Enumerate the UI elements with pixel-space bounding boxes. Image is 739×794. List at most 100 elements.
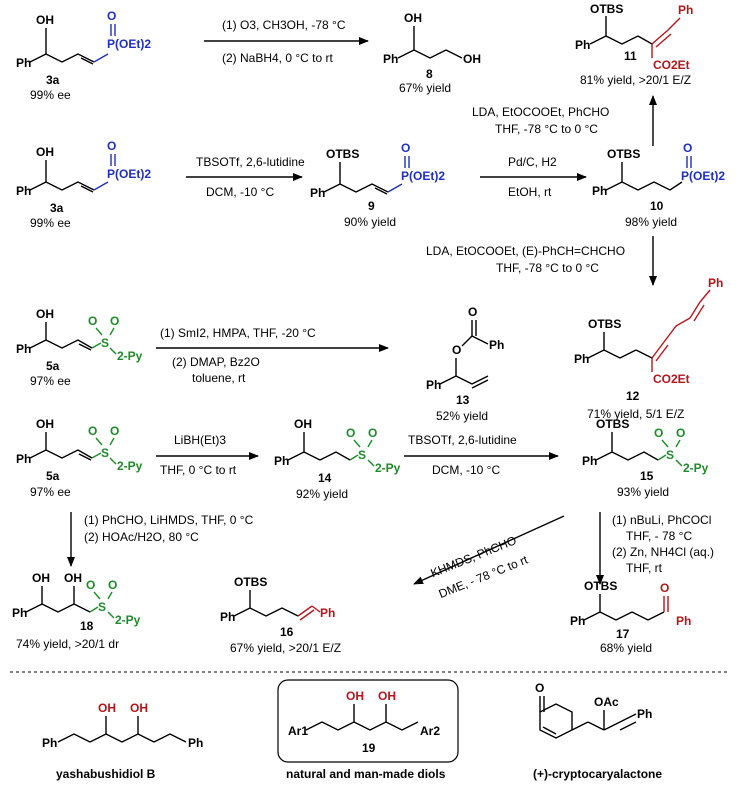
svg-text:P(OEt)2: P(OEt)2 [107, 167, 151, 181]
svg-text:OH: OH [463, 52, 481, 66]
svg-text:DCM, -10 °C: DCM, -10 °C [206, 185, 274, 199]
svg-text:S: S [101, 446, 109, 460]
svg-text:O: O [683, 141, 692, 155]
svg-text:5a: 5a [46, 469, 60, 483]
svg-text:OTBS: OTBS [607, 147, 640, 161]
target-yashabushidiol: Ph Ph OH OH yashabushidiol B [42, 701, 203, 781]
svg-text:81% yield, >20/1 E/Z: 81% yield, >20/1 E/Z [580, 73, 691, 87]
svg-text:S: S [101, 336, 109, 350]
svg-text:97% ee: 97% ee [30, 485, 71, 499]
svg-text:2-Py: 2-Py [375, 461, 401, 475]
compound-3a-mid: Ph OH P(OEt)2 O 3a 99% ee [16, 139, 151, 230]
condition-text: THF, -78 °C to 0 °C [495, 122, 598, 136]
svg-text:90% yield: 90% yield [344, 215, 396, 229]
svg-text:P(OEt)2: P(OEt)2 [681, 169, 725, 183]
compound-3a-top: Ph OH P(OEt)2 O 3a 99% ee [16, 9, 151, 102]
svg-text:Ph: Ph [16, 452, 31, 466]
svg-text:(1) SmI2, HMPA, THF, -20 °C: (1) SmI2, HMPA, THF, -20 °C [160, 326, 316, 340]
svg-text:OH: OH [378, 689, 396, 703]
svg-text:Pd/C, H2: Pd/C, H2 [508, 155, 557, 169]
phenyl-label: Ph [16, 56, 31, 70]
svg-text:EtOH, rt: EtOH, rt [508, 185, 552, 199]
svg-text:yashabushidiol B: yashabushidiol B [56, 767, 156, 781]
svg-text:toluene, rt: toluene, rt [192, 371, 246, 385]
svg-text:O: O [108, 578, 117, 592]
svg-text:19: 19 [362, 741, 376, 755]
svg-text:Ph: Ph [16, 184, 31, 198]
svg-text:(2) HOAc/H2O, 80 °C: (2) HOAc/H2O, 80 °C [84, 530, 199, 544]
svg-text:Ph: Ph [582, 454, 597, 468]
svg-text:O: O [110, 314, 119, 328]
svg-text:74% yield, >20/1 dr: 74% yield, >20/1 dr [16, 637, 119, 651]
compound-note: 99% ee [30, 88, 71, 102]
target-cryptocaryalactone: O OAc Ph (+)-cryptocaryalactone [533, 681, 662, 781]
svg-text:O: O [468, 305, 477, 319]
svg-text:99% ee: 99% ee [30, 216, 71, 230]
svg-text:93% yield: 93% yield [617, 485, 669, 499]
svg-text:92% yield: 92% yield [296, 487, 348, 501]
condition-text: (1) O3, CH3OH, -78 °C [222, 18, 346, 32]
svg-text:Ph: Ph [592, 184, 607, 198]
svg-text:Ph: Ph [570, 614, 585, 628]
svg-text:O: O [535, 681, 544, 695]
svg-text:S: S [358, 448, 366, 462]
svg-text:O: O [452, 343, 461, 357]
compound-11: Ph OTBS Ph CO2Et 11 81% yield, >20/1 E/Z [575, 2, 693, 87]
svg-text:2-Py: 2-Py [117, 459, 143, 473]
svg-text:THF, - 78 °C: THF, - 78 °C [626, 529, 692, 543]
compound-12: Ph OTBS Ph CO2Et 12 71% yield, 5/1 E/Z [574, 276, 723, 421]
svg-text:9: 9 [368, 199, 375, 213]
svg-text:THF, -78 °C to 0 °C: THF, -78 °C to 0 °C [496, 261, 599, 275]
svg-text:OAc: OAc [594, 695, 619, 709]
svg-text:P(OEt)2: P(OEt)2 [401, 169, 445, 183]
svg-text:Ph: Ph [676, 614, 691, 628]
compound-15: Ph OTBS S O O 2-Py 15 93% yield [582, 417, 709, 499]
svg-text:LDA, EtOCOOEt, (E)-PhCH=CHCHO: LDA, EtOCOOEt, (E)-PhCH=CHCHO [426, 244, 625, 258]
svg-text:Ph: Ph [310, 186, 325, 200]
svg-text:Ph: Ph [575, 38, 590, 52]
svg-text:Ph: Ph [678, 3, 693, 17]
svg-text:natural and man-made diols: natural and man-made diols [286, 767, 446, 781]
svg-text:OTBS: OTBS [326, 147, 359, 161]
svg-text:14: 14 [318, 471, 332, 485]
svg-text:16: 16 [280, 625, 294, 639]
svg-text:3a: 3a [50, 201, 64, 215]
condition-text: (2) NaBH4, 0 °C to rt [222, 51, 333, 65]
svg-text:(2) Zn, NH4Cl (aq.): (2) Zn, NH4Cl (aq.) [612, 545, 714, 559]
svg-text:98% yield: 98% yield [625, 215, 677, 229]
svg-text:13: 13 [456, 393, 470, 407]
svg-text:18: 18 [80, 619, 94, 633]
svg-text:OH: OH [36, 307, 54, 321]
svg-text:97% ee: 97% ee [30, 374, 71, 388]
svg-text:(1) PhCHO, LiHMDS, THF, 0 °C: (1) PhCHO, LiHMDS, THF, 0 °C [84, 513, 254, 527]
svg-text:O: O [676, 426, 685, 440]
svg-text:Ph: Ph [274, 454, 289, 468]
svg-text:OTBS: OTBS [234, 575, 267, 589]
svg-text:Ph: Ph [320, 606, 335, 620]
svg-text:OTBS: OTBS [584, 579, 617, 593]
svg-text:Ar1: Ar1 [288, 724, 308, 738]
svg-text:68% yield: 68% yield [600, 641, 652, 655]
svg-text:OTBS: OTBS [588, 317, 621, 331]
svg-text:5a: 5a [46, 359, 60, 373]
svg-text:OH: OH [346, 689, 364, 703]
svg-text:O: O [660, 581, 669, 595]
svg-text:67% yield: 67% yield [399, 81, 451, 95]
svg-text:52% yield: 52% yield [436, 409, 488, 423]
svg-text:11: 11 [624, 49, 637, 63]
compound-10: Ph OTBS P(OEt)2 O 10 98% yield [592, 141, 725, 229]
svg-text:OH: OH [36, 145, 54, 159]
svg-text:Ar2: Ar2 [420, 724, 440, 738]
svg-text:Ph: Ph [12, 606, 27, 620]
compound-5a-bottom: Ph OH S O O 2-Py 5a 97% ee [16, 417, 143, 499]
svg-text:OH: OH [404, 11, 422, 25]
svg-text:O: O [86, 578, 95, 592]
phosphonate-label: P(OEt)2 [107, 37, 151, 51]
compound-13: Ph O O Ph 13 52% yield [426, 305, 504, 423]
svg-text:OH: OH [36, 417, 54, 431]
svg-text:DCM, -10 °C: DCM, -10 °C [432, 463, 500, 477]
condition-text: LDA, EtOCOOEt, PhCHO [472, 105, 609, 119]
svg-text:Ph: Ph [574, 352, 589, 366]
svg-text:Ph: Ph [489, 338, 504, 352]
